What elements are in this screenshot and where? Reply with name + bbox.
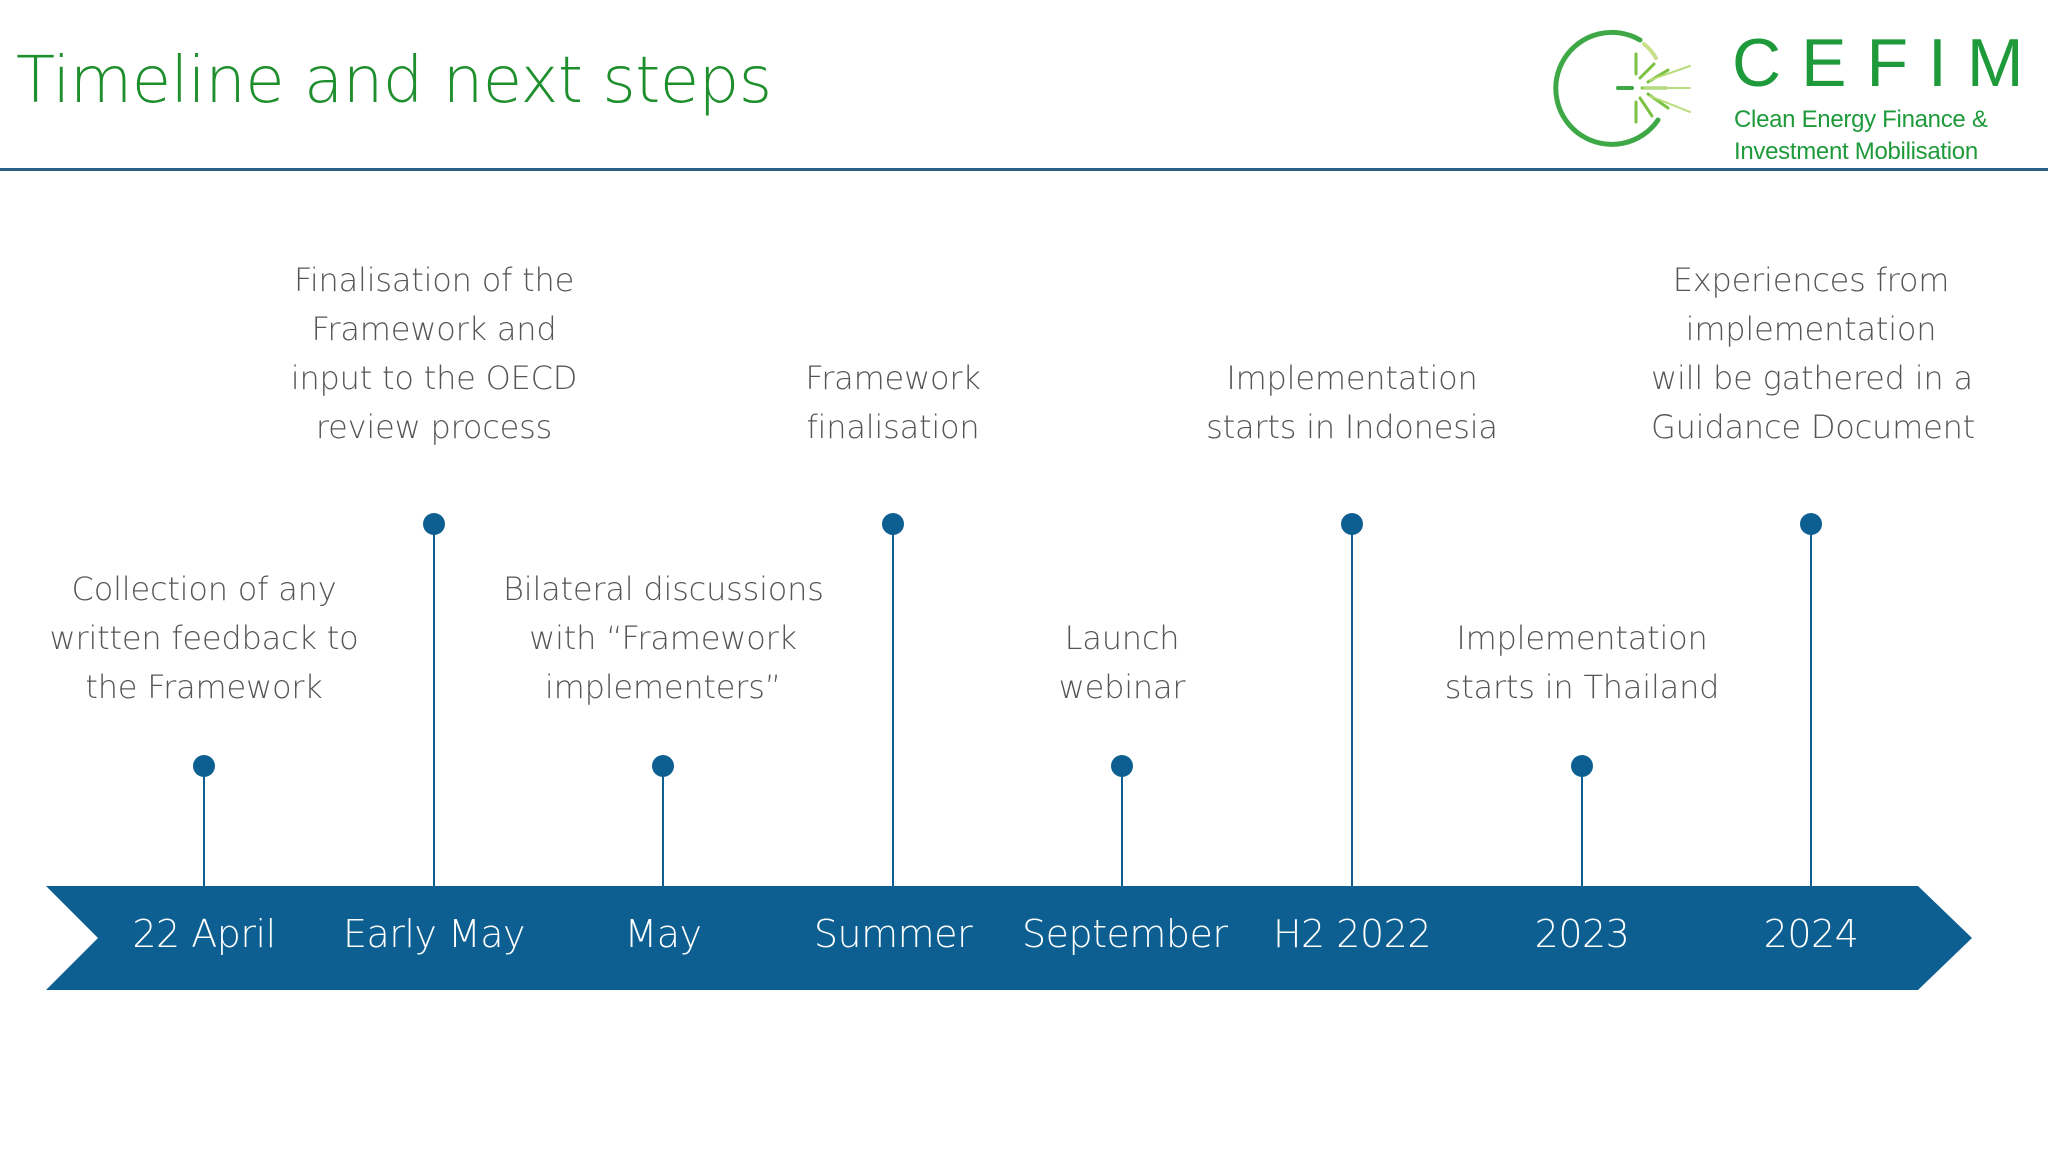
timeline-date: 2024 (1763, 912, 1859, 956)
timeline-date: Summer (813, 912, 973, 956)
timeline-date: 2023 (1534, 912, 1630, 956)
timeline-marker (423, 513, 445, 535)
timeline-connector (203, 766, 205, 886)
timeline-description-line: Framework and (311, 310, 557, 348)
timeline-description-line: review process (315, 408, 553, 446)
timeline-description-line: Experiences from (1672, 261, 1950, 299)
timeline-description-line: the Framework (85, 668, 323, 706)
timeline-description-line: with “Framework (529, 619, 797, 657)
timeline-description-line: Implementation (1456, 619, 1708, 657)
timeline-marker (882, 513, 904, 535)
logo-tagline-1: Clean Energy Finance & (1734, 106, 1988, 133)
timeline-description-line: Collection of any (71, 570, 337, 608)
timeline-description-line: Bilateral discussions (503, 570, 824, 608)
timeline-description: Bilateral discussions with “Framework impl… (503, 565, 824, 712)
timeline-marker (1571, 755, 1593, 777)
timeline-description: Implementation starts in Indonesia (1192, 354, 1512, 452)
timeline-description-line: Guidance Document (1651, 408, 1976, 446)
timeline-connector (1581, 766, 1583, 886)
timeline-description-line: Launch (1064, 619, 1180, 657)
page-title: Timeline and next steps (16, 44, 772, 118)
timeline-description-line: written feedback to (49, 619, 359, 657)
sunburst-circle-icon (1553, 29, 1691, 147)
timeline-description: Implementation starts in Thailand (1422, 614, 1742, 712)
logo-wordmark: CEFIM (1732, 25, 2044, 101)
timeline-description: Launch webinar (962, 614, 1282, 712)
timeline-marker (1111, 755, 1133, 777)
timeline-connector (433, 524, 435, 886)
timeline-description-line: starts in Thailand (1444, 668, 1720, 706)
timeline-description-line: Implementation (1226, 359, 1478, 397)
timeline-description-line: Finalisation of the (293, 261, 575, 299)
timeline-description-line: webinar (1058, 668, 1186, 706)
timeline-date: September (1022, 912, 1228, 956)
timeline-description-line: starts in Indonesia (1206, 408, 1498, 446)
timeline-connector (662, 766, 664, 886)
cefim-logo: CEFIM Clean Energy Finance & Investment … (1540, 18, 2040, 165)
header-divider (0, 168, 2048, 171)
timeline-marker (1341, 513, 1363, 535)
timeline-description-line: input to the OECD (290, 359, 578, 397)
timeline-date: H2 2022 (1272, 912, 1432, 956)
timeline-connector (1121, 766, 1123, 886)
timeline-marker (193, 755, 215, 777)
timeline-description-line: finalisation (806, 408, 980, 446)
timeline-description-line: Framework (805, 359, 981, 397)
timeline-connector (892, 524, 894, 886)
timeline-description-line: implementation (1685, 310, 1937, 348)
timeline-description: Experiences from implementation will be ga… (1651, 256, 1976, 452)
timeline-date: Early May (342, 912, 526, 956)
timeline-description: Framework finalisation (733, 354, 1053, 452)
timeline-date: May (624, 912, 702, 956)
timeline-description-line: will be gathered in a (1651, 359, 1973, 397)
timeline-description: Collection of any written feedback to the … (44, 565, 364, 712)
timeline-date: 22 April (132, 912, 276, 956)
timeline-description-line: implementers” (544, 668, 782, 706)
timeline-connector (1810, 524, 1812, 886)
timeline-marker (652, 755, 674, 777)
timeline-marker (1800, 513, 1822, 535)
timeline-connector (1351, 524, 1353, 886)
logo-tagline-2: Investment Mobilisation (1734, 138, 1978, 165)
